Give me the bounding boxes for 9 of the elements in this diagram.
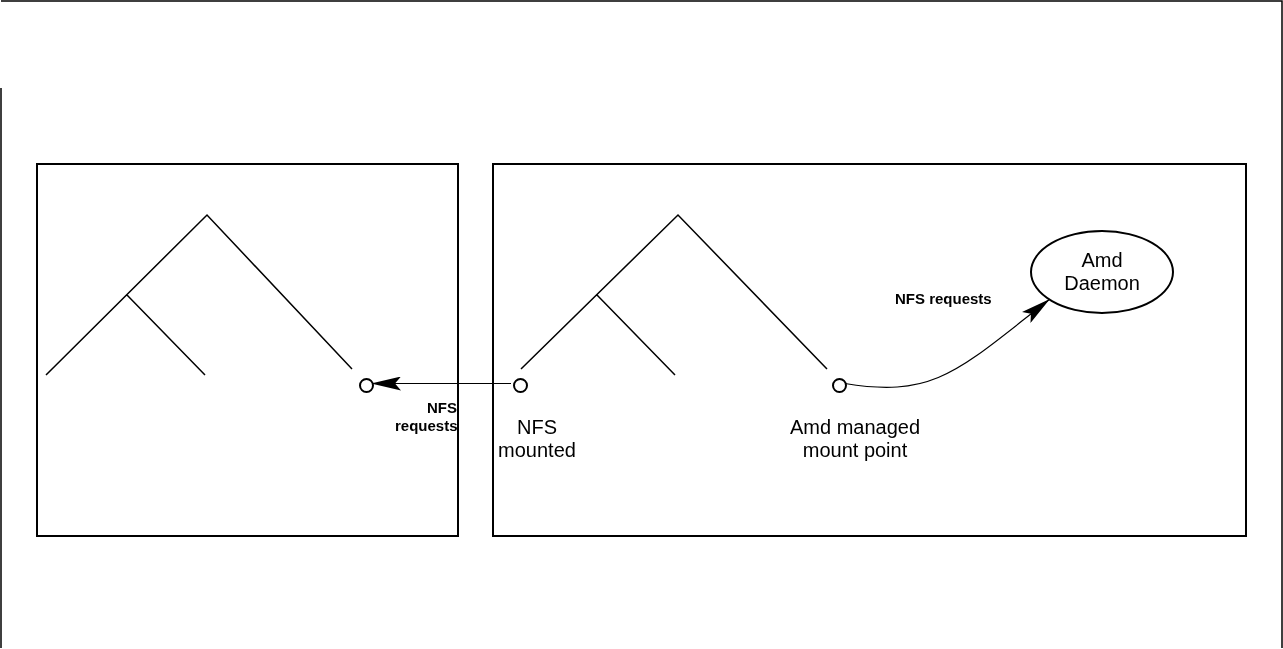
arrow <box>844 299 1050 388</box>
ellipse-node: Amd Daemon <box>1030 230 1174 314</box>
arrow <box>371 376 512 391</box>
mount-point-label: Amd managed mount point <box>788 416 922 462</box>
mount-point-circle <box>832 378 847 393</box>
mount-point-circle <box>359 378 374 393</box>
mount-point-label: NFS mounted <box>497 416 577 462</box>
system-box <box>36 163 459 537</box>
mount-point-circle <box>513 378 528 393</box>
